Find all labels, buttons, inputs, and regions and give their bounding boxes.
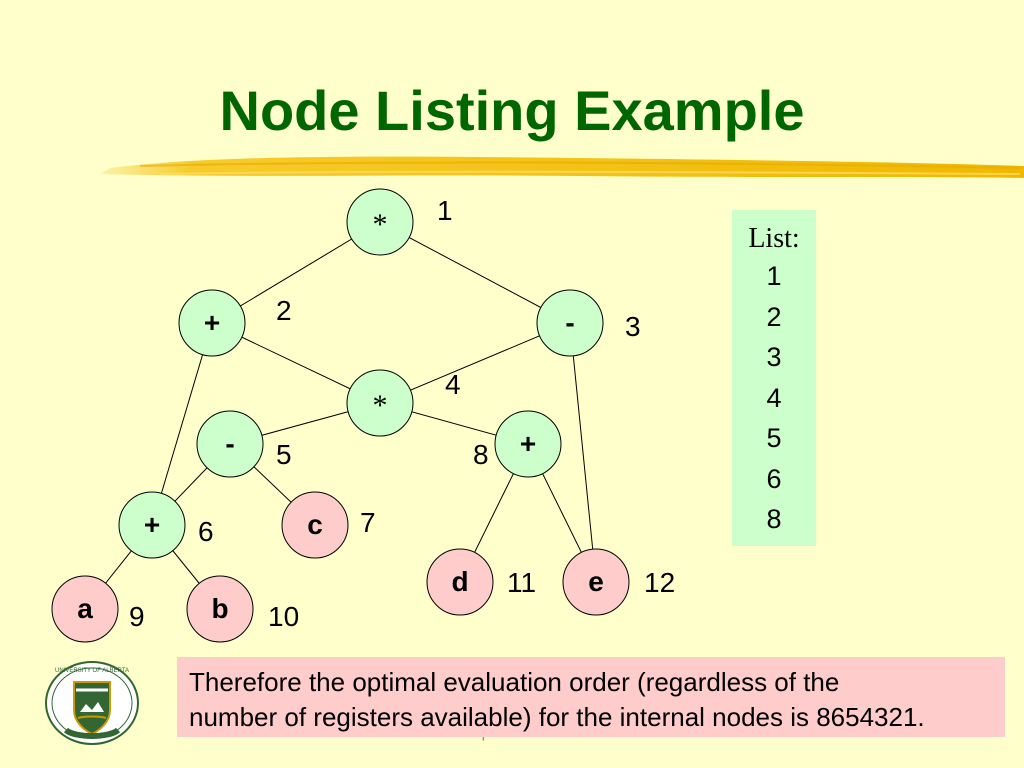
tree-node: -3 [536, 289, 641, 357]
node-circle [346, 188, 414, 256]
node-circle [196, 410, 264, 478]
node-number: 2 [276, 295, 292, 326]
tree-node: d 11 [426, 548, 536, 616]
tree-node: +2 [178, 289, 292, 357]
tree-edge [379, 322, 571, 404]
node-circle [426, 548, 494, 616]
node-number: 10 [268, 601, 299, 632]
list-heading: List: [748, 223, 800, 254]
node-circle [178, 289, 246, 357]
tree-node: b 10 [186, 575, 299, 643]
node-circle [536, 289, 604, 357]
tree-edge [379, 221, 571, 324]
node-number: 4 [445, 369, 461, 400]
list-item: 5 [766, 423, 782, 453]
list-item: 3 [766, 342, 782, 372]
node-list-panel: List: 1 2 3 4 5 6 8 [732, 210, 816, 546]
note-line-2: number of registers available) for the i… [189, 702, 925, 732]
node-number: 9 [129, 601, 145, 632]
node-number: 8 [473, 439, 489, 470]
node-number: 5 [276, 439, 292, 470]
node-label: - [225, 428, 234, 459]
list-item: 8 [766, 504, 782, 534]
node-number: 3 [625, 311, 641, 342]
list-item: 4 [766, 382, 782, 413]
node-number: 12 [644, 567, 675, 598]
list-item: 6 [766, 463, 782, 494]
node-label: * [373, 208, 388, 241]
tree-edge [569, 322, 597, 583]
list-item: 2 [766, 301, 782, 332]
node-label: e [588, 566, 604, 597]
node-circle [118, 491, 186, 559]
node-number: 7 [360, 507, 376, 538]
node-circle [51, 575, 119, 643]
tree-node: *4 [346, 369, 461, 437]
node-circle [494, 410, 562, 478]
note-line-1: Therefore the optimal evaluation order (… [189, 667, 840, 697]
tree-node: *1 [346, 188, 453, 256]
brush-stroke-divider [100, 156, 1024, 178]
node-circle [346, 369, 414, 437]
node-label: d [451, 566, 468, 597]
node-number: 6 [198, 516, 214, 547]
node-label: + [520, 428, 536, 459]
node-number: 1 [437, 195, 453, 226]
node-label: a [77, 593, 93, 624]
logo-text: UNIVERSITY OF ALBERTA [55, 668, 129, 674]
node-label: * [373, 389, 388, 422]
tree-node: -5 [196, 410, 292, 478]
list-item: 1 [766, 261, 782, 291]
node-circle [186, 575, 254, 643]
slide-title: Node Listing Example [219, 79, 805, 142]
node-circle [281, 491, 349, 559]
node-label: - [565, 307, 574, 338]
tree-node: e 12 [562, 548, 675, 616]
node-label: + [144, 509, 160, 540]
list-items: 1 2 3 4 5 6 8 [732, 256, 816, 540]
node-label: b [211, 593, 228, 624]
university-crest-logo: UNIVERSITY OF ALBERTA [45, 661, 139, 745]
node-number: 11 [507, 567, 536, 598]
tree-edge [151, 322, 213, 526]
node-circle [562, 548, 630, 616]
tree-node: +8 [473, 410, 562, 478]
node-label: + [204, 307, 220, 338]
conclusion-note: Therefore the optimal evaluation order (… [177, 657, 1005, 737]
tree-node: +6 [118, 491, 214, 559]
node-label: c [307, 509, 323, 540]
